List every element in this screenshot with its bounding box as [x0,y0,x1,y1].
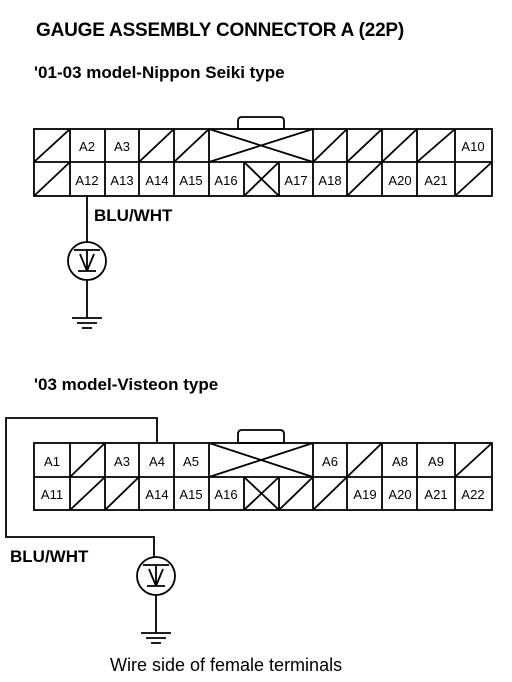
nippon-pin-label: A17 [284,173,307,188]
visteon-pin-label: A4 [149,454,165,469]
diagram-caption: Wire side of female terminals [110,655,343,675]
nippon-model-label: '01-03 model-Nippon Seiki type [34,63,285,82]
nippon-pin-label: A15 [179,173,202,188]
nippon-pin-label: A2 [79,139,95,154]
nippon-lock-tab [237,116,285,130]
visteon-pin-label: A19 [353,487,376,502]
visteon-pin-label: A1 [44,454,60,469]
visteon-pin-label: A22 [461,487,484,502]
visteon-pin-label: A21 [424,487,447,502]
nippon-ground-icon [72,317,102,329]
nippon-connector [33,116,493,329]
nippon-pin-label: A18 [318,173,341,188]
nippon-wire-label: BLU/WHT [94,206,173,225]
nippon-pin-label: A3 [114,139,130,154]
nippon-pin-label: A14 [145,173,168,188]
visteon-pin-label: A8 [392,454,408,469]
visteon-pin-label: A20 [388,487,411,502]
diagram-title: GAUGE ASSEMBLY CONNECTOR A (22P) [36,20,405,41]
visteon-pin-label: A9 [428,454,444,469]
nippon-pin-label: A10 [461,139,484,154]
visteon-pin-label: A6 [322,454,338,469]
visteon-connector [5,417,493,644]
nippon-pin-label: A21 [424,173,447,188]
visteon-pin-label: A15 [179,487,202,502]
visteon-wire-label: BLU/WHT [10,547,89,566]
nippon-pin-label: A12 [75,173,98,188]
nippon-pin-label: A13 [110,173,133,188]
visteon-model-label: '03 model-Visteon type [34,375,219,394]
visteon-pin-label: A16 [214,487,237,502]
visteon-pin-label: A3 [114,454,130,469]
nippon-pin-label: A20 [388,173,411,188]
visteon-pin-label: A5 [183,454,199,469]
visteon-pin-label: A11 [41,487,63,502]
visteon-ground-icon [141,632,171,644]
visteon-wire [5,417,158,558]
visteon-lock-tab [237,429,285,444]
visteon-pin-label: A14 [145,487,168,502]
nippon-pin-label: A16 [214,173,237,188]
